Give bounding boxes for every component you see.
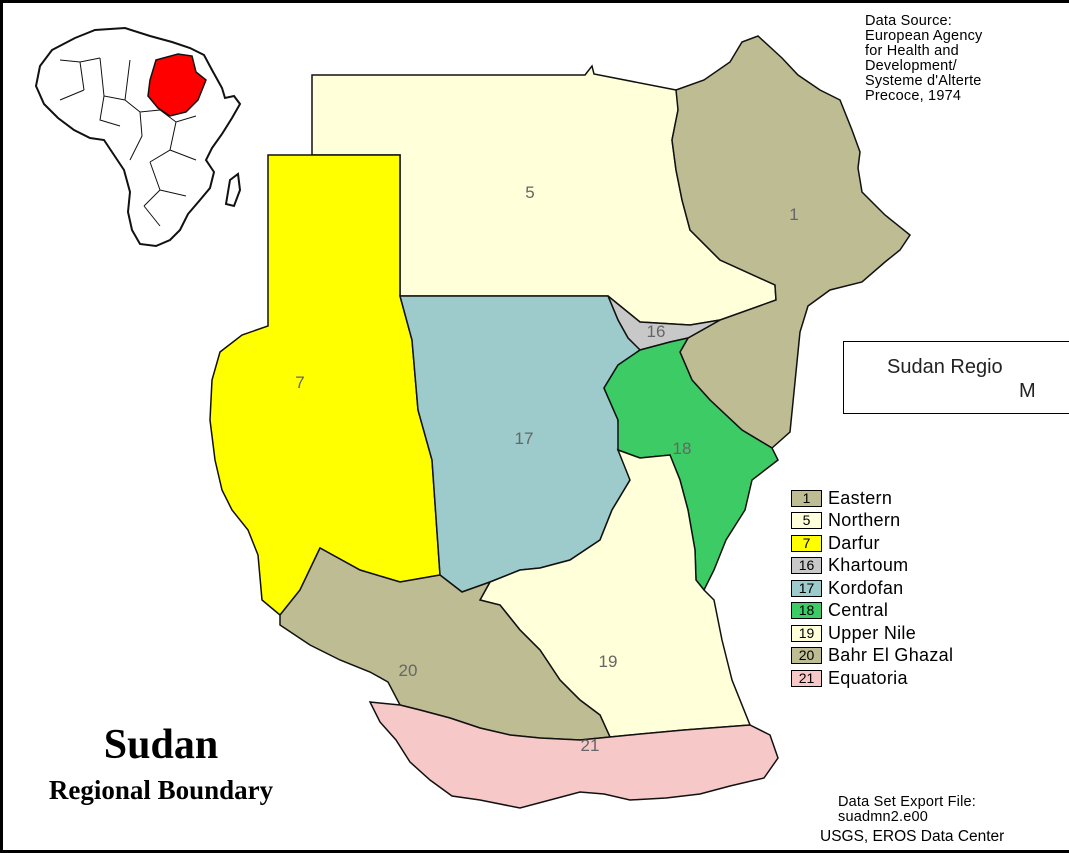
inset-sudan-highlight	[147, 53, 207, 117]
legend-row: 18 Central	[791, 600, 953, 623]
legend-swatch: 1	[791, 489, 822, 507]
region-eastern	[671, 35, 912, 449]
region-label-18: 18	[673, 439, 692, 458]
region-label-21: 21	[581, 736, 600, 755]
region-equatoria	[368, 701, 779, 809]
legend: 1 Eastern 5 Northern 7 Darfur 16 Khartoum 17 Kord…	[791, 487, 953, 690]
legend-label: Darfur	[828, 532, 880, 553]
legend-row: 7 Darfur	[791, 532, 953, 555]
legend-row: 5 Northern	[791, 510, 953, 533]
legend-swatch: 5	[791, 512, 822, 530]
map-title-box-line1: Sudan Regio	[887, 356, 1003, 378]
legend-row: 21 Equatoria	[791, 667, 953, 690]
main-title: Sudan	[103, 722, 219, 768]
region-label-1: 1	[789, 205, 798, 224]
legend-row: 19 Upper Nile	[791, 622, 953, 645]
legend-row: 17 Kordofan	[791, 577, 953, 600]
credit-note: USGS, EROS Data Center	[820, 828, 1005, 845]
madagascar-outline	[224, 172, 242, 208]
region-label-16: 16	[647, 322, 666, 341]
data-source-note: Data Source: European Agency for Health …	[865, 13, 983, 104]
legend-label: Central	[828, 600, 889, 621]
main-title-block: Sudan Regional Boundary	[26, 722, 296, 806]
region-label-5: 5	[525, 183, 534, 202]
legend-swatch: 18	[791, 602, 822, 620]
legend-swatch: 21	[791, 669, 822, 687]
legend-swatch: 16	[791, 557, 822, 575]
region-label-17: 17	[515, 429, 534, 448]
africa-inset-map	[34, 26, 242, 248]
legend-swatch: 20	[791, 647, 822, 665]
legend-label: Khartoum	[828, 555, 909, 576]
legend-label: Kordofan	[828, 577, 904, 598]
legend-label: Eastern	[828, 487, 893, 508]
legend-swatch: 17	[791, 579, 822, 597]
legend-label: Equatoria	[828, 667, 908, 688]
legend-swatch: 7	[791, 534, 822, 552]
map-title-box: Sudan Regio M	[843, 341, 1069, 414]
legend-row: 1 Eastern	[791, 487, 953, 510]
legend-label: Upper Nile	[828, 622, 917, 643]
legend-label: Bahr El Ghazal	[828, 645, 954, 666]
main-subtitle: Regional Boundary	[48, 775, 274, 805]
map-title-box-line2: M	[1019, 380, 1036, 402]
region-label-19: 19	[599, 652, 618, 671]
legend-label: Northern	[828, 510, 901, 531]
export-file-note: Data Set Export File: suadmn2.e00	[838, 794, 976, 825]
legend-row: 20 Bahr El Ghazal	[791, 645, 953, 668]
africa-country-borders	[59, 57, 197, 227]
legend-row: 16 Khartoum	[791, 555, 953, 578]
region-label-7: 7	[295, 373, 304, 392]
region-label-20: 20	[399, 661, 418, 680]
legend-swatch: 19	[791, 624, 822, 642]
